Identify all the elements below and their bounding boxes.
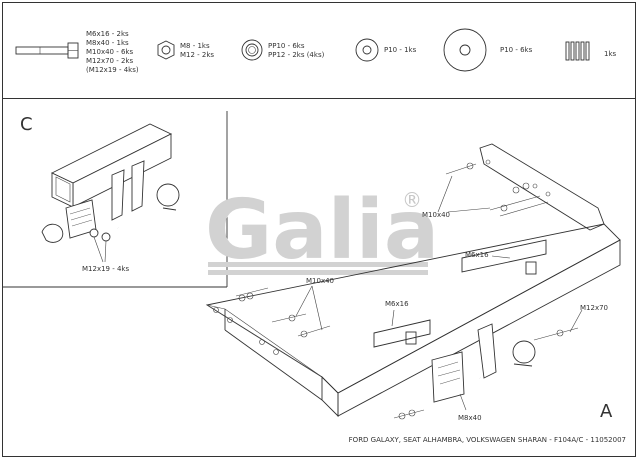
logo-registered-mark: ® [402,188,422,212]
main-crossbar [205,223,621,418]
drawing-frame [2,2,636,457]
washer-spec-line: PP12 - 2ks (4ks) [268,51,325,59]
washer-spec-line: P10 - 6ks [500,46,533,54]
footer-caption: FORD GALAXY, SEAT ALHAMBRA, VOLKSWAGEN S… [349,436,626,444]
main-leader-lines [295,175,583,411]
label-m10x40-left: M10x40 [306,277,334,285]
hex-nut-icon [157,40,175,60]
detail-c-towball [41,183,180,243]
label-m6x16-right: M6x16 [465,251,489,259]
main-towball-bracket [431,323,536,403]
detail-c-frame-tube [50,123,173,208]
flat-washer-icon [355,38,379,62]
bolt-icon [15,42,79,59]
detail-c-bolt-label: M12x19 - 4ks [82,265,129,273]
detail-c-bolts [89,228,111,263]
label-m12x70: M12x70 [580,304,608,312]
spring-spec-line: 1ks [604,50,617,58]
washer-spec-line: PP10 - 6ks [268,42,305,50]
main-side-plate-right [479,143,605,231]
label-m8x40: M8x40 [458,414,482,422]
label-m6x16-left: M6x16 [385,300,409,308]
main-view-letter: A [600,401,613,422]
detail-c-bracket [65,160,145,239]
nut-spec-line: M8 - 1ks [180,42,210,50]
large-washer-icon [443,28,487,72]
main-bolt-sets [235,162,579,420]
bolt-spec-line: M10x40 - 6ks [86,48,133,56]
spring-coil-icon [565,41,590,61]
label-m10x40-top: M10x40 [422,211,450,219]
washer-spec-line: P10 - 1ks [384,46,417,54]
spring-washer-icon [241,39,263,61]
parts-header-divider [2,98,636,99]
bolt-spec-line: M6x16 - 2ks [86,30,129,38]
bolt-spec-line: (M12x19 - 4ks) [86,66,139,74]
detail-c-letter: C [20,114,33,135]
main-side-plate-left [213,307,279,355]
bolt-spec-line: M8x40 - 1ks [86,39,129,47]
main-cover-plates [373,239,547,348]
detail-c-box [2,111,228,288]
galia-logo: Galia ® [205,183,439,278]
nut-spec-line: M12 - 2ks [180,51,214,59]
bolt-spec-line: M12x70 - 2ks [86,57,133,65]
